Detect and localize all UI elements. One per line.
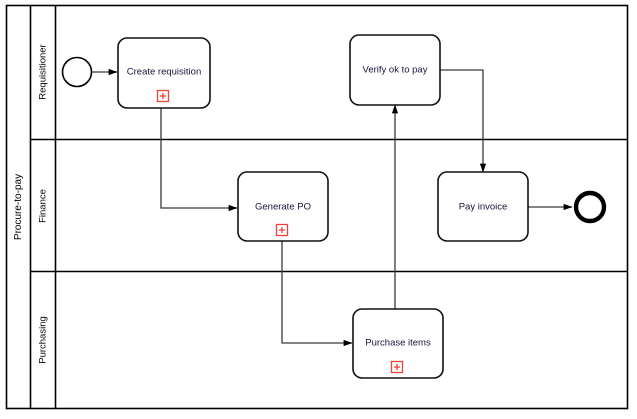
- flow-create-requisition-to-generate-po[interactable]: [160, 108, 238, 212]
- task-pay-invoice-box: [437, 171, 529, 242]
- task-create-requisition-label: Create requisition: [127, 67, 201, 78]
- lane-label-finance: Finance: [38, 189, 49, 223]
- start-event-circle: [61, 56, 93, 88]
- task-verify-ok-to-pay-box: [349, 34, 441, 106]
- task-purchase-items[interactable]: Purchase items: [352, 308, 444, 379]
- end-event-circle: [573, 190, 607, 224]
- lane-label-requisitioner: Requisitioner: [38, 44, 49, 99]
- flow-generate-po-to-purchase-items[interactable]: [281, 241, 353, 347]
- lane-label-purchasing: Purchasing: [38, 316, 49, 364]
- lane-requisitioner[interactable]: Requisitioner: [38, 5, 57, 140]
- subprocess-plus-icon: [156, 89, 170, 103]
- task-create-requisition[interactable]: Create requisition: [117, 37, 211, 109]
- start-event[interactable]: [61, 56, 93, 88]
- subprocess-plus-icon: [390, 360, 404, 374]
- task-pay-invoice[interactable]: Pay invoice: [437, 171, 529, 242]
- flow-verify-ok-to-pay-to-pay-invoice[interactable]: [440, 69, 487, 173]
- task-purchase-items-box: [352, 308, 444, 379]
- task-verify-ok-to-pay[interactable]: Verify ok to pay: [349, 34, 441, 106]
- task-generate-po[interactable]: Generate PO: [237, 171, 329, 242]
- end-event[interactable]: [573, 190, 607, 224]
- task-purchase-items-label: Purchase items: [365, 338, 431, 349]
- task-generate-po-box: [237, 171, 329, 242]
- lane-purchasing[interactable]: Purchasing: [38, 271, 57, 409]
- task-create-requisition-box: [117, 37, 211, 109]
- task-generate-po-label: Generate PO: [255, 202, 311, 213]
- subprocess-plus-icon: [275, 223, 289, 237]
- task-pay-invoice-label: Pay invoice: [459, 202, 508, 213]
- pool-label: Procure-to-pay: [13, 174, 24, 240]
- lane-finance[interactable]: Finance: [38, 139, 57, 272]
- task-verify-ok-to-pay-label: Verify ok to pay: [363, 65, 428, 76]
